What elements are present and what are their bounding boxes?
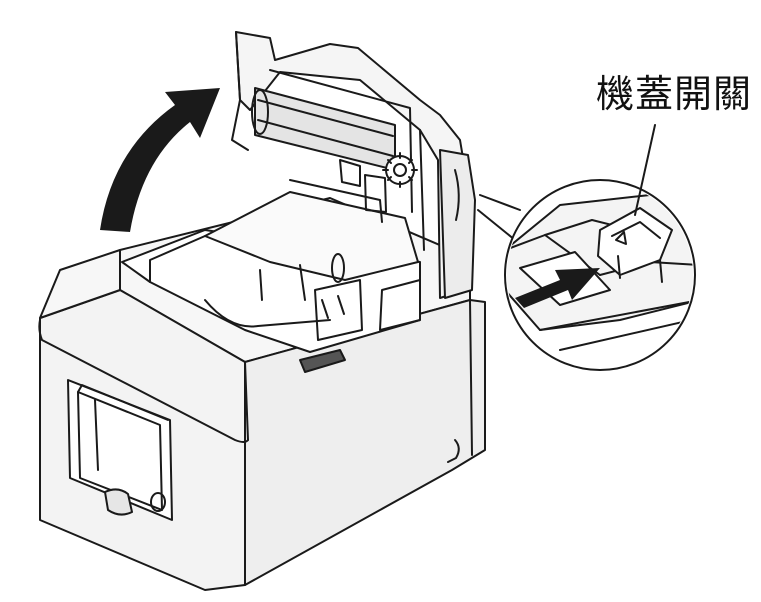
- feed-button: [104, 488, 133, 516]
- curved-open-arrow-icon: [100, 88, 220, 232]
- platen-roller: [254, 87, 396, 171]
- front-paper-slot: [67, 379, 173, 521]
- printer-cover-open: [231, 31, 476, 299]
- cover-button-closeup: [477, 124, 696, 371]
- press-direction-arrow-icon: [515, 268, 600, 308]
- paper-compartment: [121, 191, 421, 373]
- callout-label: 機蓋開關: [596, 72, 753, 116]
- gear-icon: [385, 155, 415, 185]
- power-led: [150, 492, 166, 512]
